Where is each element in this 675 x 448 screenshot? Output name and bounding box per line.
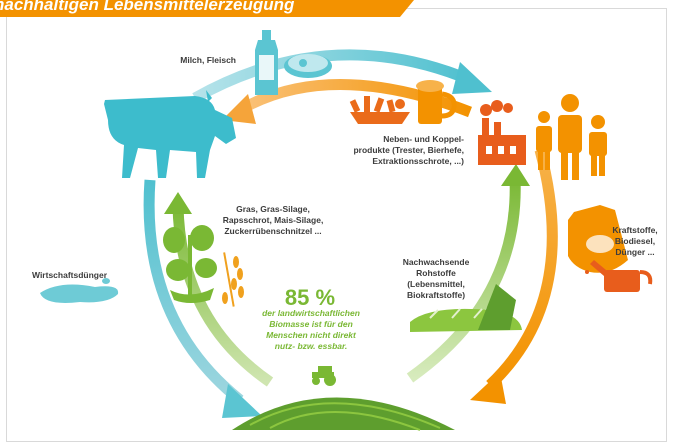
sack-icon xyxy=(568,205,628,273)
label-milk-meat: Milch, Fleisch xyxy=(180,55,236,65)
plant-icon xyxy=(163,225,217,303)
grain-icon xyxy=(222,252,244,307)
banner-tail xyxy=(400,0,414,17)
arrow-left-cyan xyxy=(143,179,244,405)
beer-mug-icon xyxy=(416,80,457,124)
tractor-icon xyxy=(312,366,336,386)
bread-icon xyxy=(410,284,522,332)
arrowhead-right-orange xyxy=(470,372,506,404)
puddle-icon xyxy=(40,278,119,303)
label-feed: Gras, Gras-Silage, Rapsschrot, Mais-Sila… xyxy=(222,204,324,236)
food-waste-icon xyxy=(349,96,410,124)
banner-title: nachhaltigen Lebensmittelerzeugung xyxy=(0,0,295,14)
arrowhead-top-cyan xyxy=(452,62,492,94)
label-fuels: Kraftstoffe, Biodiesel, Dünger ... xyxy=(612,225,658,257)
arrowhead-left-cyan xyxy=(222,384,262,418)
arrow-right-orange xyxy=(486,148,558,389)
center-percent: 85 % xyxy=(284,285,336,310)
arrowhead-right-green xyxy=(501,164,530,186)
label-byproducts: Neben- und Koppel- produkte (Trester, Bi… xyxy=(353,134,464,166)
center-text: der landwirtschaftlichen Biomasse ist fü… xyxy=(262,308,360,351)
arrowhead-orange-return xyxy=(222,94,256,124)
field-icon xyxy=(232,397,455,430)
banner xyxy=(0,0,400,17)
arrowhead-left-green xyxy=(164,192,192,214)
milk-bottle-icon xyxy=(255,30,278,95)
arrow-top-cyan xyxy=(192,49,473,103)
watering-can-icon xyxy=(585,260,653,292)
people-icon xyxy=(536,94,607,180)
cow-icon xyxy=(104,90,236,178)
meat-icon xyxy=(284,54,332,78)
factory-icon xyxy=(478,100,526,165)
arrow-right-green xyxy=(406,177,521,383)
label-renewables: Nachwachsende Rohstoffe (Lebensmittel, B… xyxy=(402,257,470,300)
label-manure: Wirtschaftsdünger xyxy=(32,270,108,280)
